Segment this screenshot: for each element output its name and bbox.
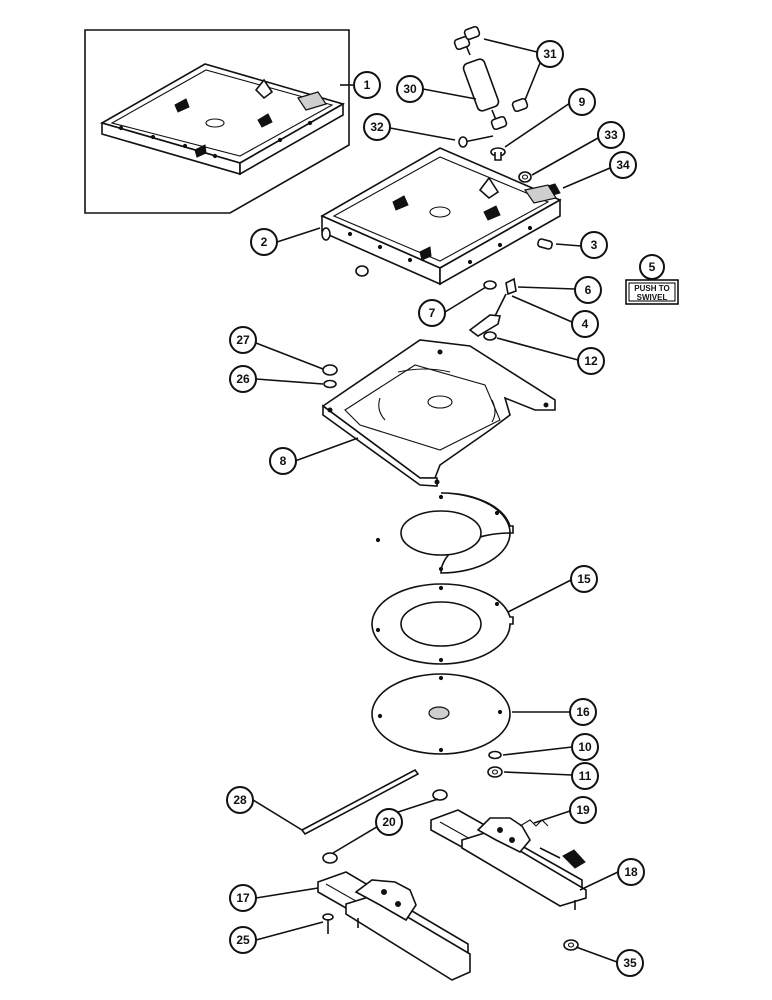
callout-19: 19 [569,796,597,824]
svg-text:1: 1 [364,78,371,92]
callout-4: 4 [571,310,599,338]
washer-nut-10-11 [487,750,503,778]
svg-text:16: 16 [576,705,590,719]
callout-16: 16 [569,698,597,726]
callout-17: 17 [229,884,257,912]
callouts: 1 2 3 4 5 6 7 8 9 10 11 12 15 16 17 18 1… [226,40,665,977]
svg-text:35: 35 [623,956,637,970]
svg-text:9: 9 [579,95,586,109]
svg-text:19: 19 [576,803,590,817]
inset-frame [84,29,350,214]
callout-32: 32 [363,113,391,141]
nut-35 [563,939,579,951]
callout-5: 5 [639,254,665,280]
svg-text:32: 32 [370,120,384,134]
svg-text:33: 33 [604,128,618,142]
leader-lines [252,38,619,963]
svg-text:34: 34 [616,158,630,172]
callout-10: 10 [571,733,599,761]
svg-text:6: 6 [585,283,592,297]
callout-9: 9 [568,88,596,116]
seat-base [320,147,562,286]
svg-text:18: 18 [624,865,638,879]
callout-15: 15 [570,565,598,593]
callout-1: 1 [353,71,381,99]
callout-30: 30 [396,75,424,103]
callout-34: 34 [609,151,637,179]
roller [537,238,553,250]
callout-11: 11 [571,762,599,790]
slide-rail-left [317,871,471,981]
callout-2: 2 [250,228,278,256]
svg-text:10: 10 [578,740,592,754]
callout-27: 27 [229,326,257,354]
pin [458,135,494,148]
svg-text:25: 25 [236,933,250,947]
svg-text:15: 15 [577,572,591,586]
callout-20: 20 [375,808,403,836]
callout-26: 26 [229,365,257,393]
callout-35: 35 [616,949,644,977]
svg-text:8: 8 [280,454,287,468]
nut [518,171,532,183]
svg-text:30: 30 [403,82,417,96]
svg-text:26: 26 [236,372,250,386]
bushings [322,789,448,864]
svg-text:27: 27 [236,333,250,347]
callout-6: 6 [574,276,602,304]
callout-3: 3 [580,231,608,259]
wear-plate-15 [371,583,514,665]
decal-line-1: PUSH TO [634,284,669,293]
callout-12: 12 [577,347,605,375]
connecting-rod [300,768,420,836]
callout-8: 8 [269,447,297,475]
svg-text:7: 7 [429,306,436,320]
nut-washer [322,364,338,389]
svg-text:2: 2 [261,235,268,249]
slide-rail-right [430,809,587,910]
callout-33: 33 [597,121,625,149]
bolt [322,913,334,934]
callout-18: 18 [617,858,645,886]
decal-line-2: SWIVEL [637,293,668,302]
callout-31: 31 [536,40,564,68]
svg-text:5: 5 [649,260,656,274]
svg-text:20: 20 [382,815,396,829]
svg-text:17: 17 [236,891,250,905]
svg-text:11: 11 [579,769,592,783]
swivel-disc [371,673,511,755]
seat-base-inset [99,63,346,176]
svg-text:3: 3 [591,238,598,252]
latch-parts [468,277,517,341]
knob [490,147,506,161]
callout-28: 28 [226,786,254,814]
shock-absorber [453,25,529,131]
callout-25: 25 [229,926,257,954]
svg-text:31: 31 [543,47,557,61]
wear-plate-upper [375,492,514,574]
swivel-plate [321,339,556,487]
push-to-swivel-decal: PUSH TO SWIVEL [625,279,679,305]
svg-text:4: 4 [582,317,589,331]
callout-7: 7 [418,299,446,327]
svg-text:12: 12 [584,354,598,368]
svg-text:28: 28 [233,793,247,807]
